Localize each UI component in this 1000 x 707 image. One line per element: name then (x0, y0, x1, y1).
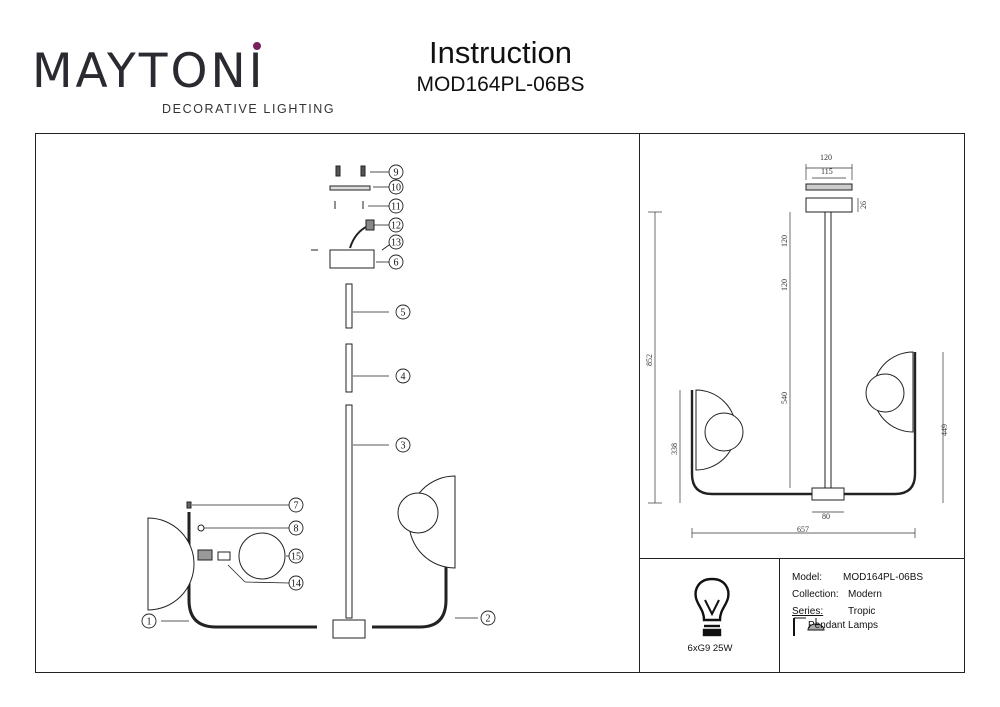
dim-arm-right (844, 352, 917, 496)
main-panel-divider (639, 133, 640, 673)
brand-logo: MAYTONI DECORATIVE LIGHTING (32, 42, 334, 116)
spec-type-value: Pendant Lamps (808, 620, 879, 631)
brand-tagline: DECORATIVE LIGHTING (162, 102, 336, 116)
arm-2 (372, 478, 448, 629)
rod-5 (345, 283, 353, 329)
callout-label-6: 6 (394, 258, 399, 269)
callout-label-12: 12 (391, 221, 401, 232)
dim-inner-width: 115 (821, 167, 833, 176)
callout-circle-6 (388, 254, 404, 270)
shade-left (147, 517, 195, 611)
arm-1 (187, 512, 317, 629)
screw-9 (335, 165, 366, 177)
callout-label-2: 2 (486, 614, 491, 625)
callout-circle-9 (388, 164, 404, 180)
brand-name-i: I (249, 42, 266, 95)
glass-globe-15 (238, 532, 286, 580)
spec-panel-divider (639, 558, 965, 559)
callout-circle-8 (288, 520, 304, 536)
callout-circle-15 (288, 548, 304, 564)
brand-dot-icon (253, 42, 262, 50)
spec-collection-value: Modern (848, 589, 882, 600)
dim-hub (811, 487, 845, 501)
callout-label-4: 4 (401, 372, 406, 383)
dim-rod-lower: 540 (780, 392, 789, 404)
dim-right-height: 449 (940, 424, 949, 436)
dim-rod (824, 211, 832, 489)
dim-total-width: 657 (797, 525, 809, 534)
lamp-holder (197, 549, 213, 561)
canopy-6 (329, 249, 375, 269)
dim-top-width: 120 (820, 153, 832, 162)
hub (332, 619, 366, 639)
glass-globe-right (397, 492, 439, 534)
dim-arm-left (690, 390, 812, 496)
drawing-frame (35, 133, 965, 673)
spec-collection-label: Collection: (792, 589, 839, 600)
mounting-bracket-10 (329, 185, 371, 191)
callout-circle-4 (395, 368, 411, 384)
dim-rod-middle: 120 (780, 279, 789, 291)
pendant-lamp-icon (793, 617, 825, 636)
callout-circle-1 (141, 613, 157, 629)
page-title: Instruction (428, 35, 572, 70)
spec-model-value: MOD164PL-06BS (843, 572, 924, 583)
model-code-heading: MOD164PL-06BS (416, 73, 585, 96)
callout-circle-2 (480, 610, 496, 626)
dim-hub-width: 80 (822, 512, 830, 521)
dim-globe-right (865, 373, 905, 413)
callout-circle-3 (395, 437, 411, 453)
callout-label-11: 11 (391, 202, 401, 213)
callout-label-15: 15 (291, 552, 301, 563)
callout-circle-13 (388, 234, 404, 250)
dim-rod-upper: 120 (780, 235, 789, 247)
dim-bracket (805, 183, 853, 191)
callout-label-8: 8 (294, 524, 299, 535)
callout-label-7: 7 (294, 501, 299, 512)
rod-3 (345, 404, 353, 619)
callout-label-9: 9 (394, 168, 399, 179)
dim-total-height: 852 (645, 354, 654, 366)
callout-circle-14 (288, 575, 304, 591)
dim-canopy-height: 26 (859, 201, 868, 209)
callout-label-1: 1 (147, 617, 152, 628)
rod-4 (345, 343, 353, 393)
callout-label-13: 13 (391, 238, 401, 249)
brand-name-text: MAYTON (32, 44, 249, 99)
callout-circle-10 (388, 179, 404, 195)
callout-label-5: 5 (401, 308, 406, 319)
callout-circle-12 (388, 217, 404, 233)
bulb-spec-divider (779, 558, 780, 673)
g9-bulb-14 (217, 551, 231, 561)
dim-globe-left (704, 412, 744, 452)
spec-series-label: Series: (792, 606, 824, 617)
brand-name-i-letter: I (248, 44, 266, 99)
callout-label-3: 3 (401, 441, 406, 452)
dim-arm-height: 338 (670, 443, 679, 455)
callout-circle-5 (395, 304, 411, 320)
dim-canopy (805, 197, 853, 213)
spec-model-label: Model: (792, 572, 823, 583)
callout-circle-11 (388, 198, 404, 214)
callout-label-10: 10 (391, 183, 401, 194)
brand-name: MAYTONI (32, 42, 308, 95)
callout-label-14: 14 (291, 579, 301, 590)
bulb-spec-label: 6xG9 25W (687, 643, 733, 654)
bulb-icon (694, 577, 730, 637)
callout-circle-7 (288, 497, 304, 513)
spec-series-value: Tropic (848, 606, 876, 617)
